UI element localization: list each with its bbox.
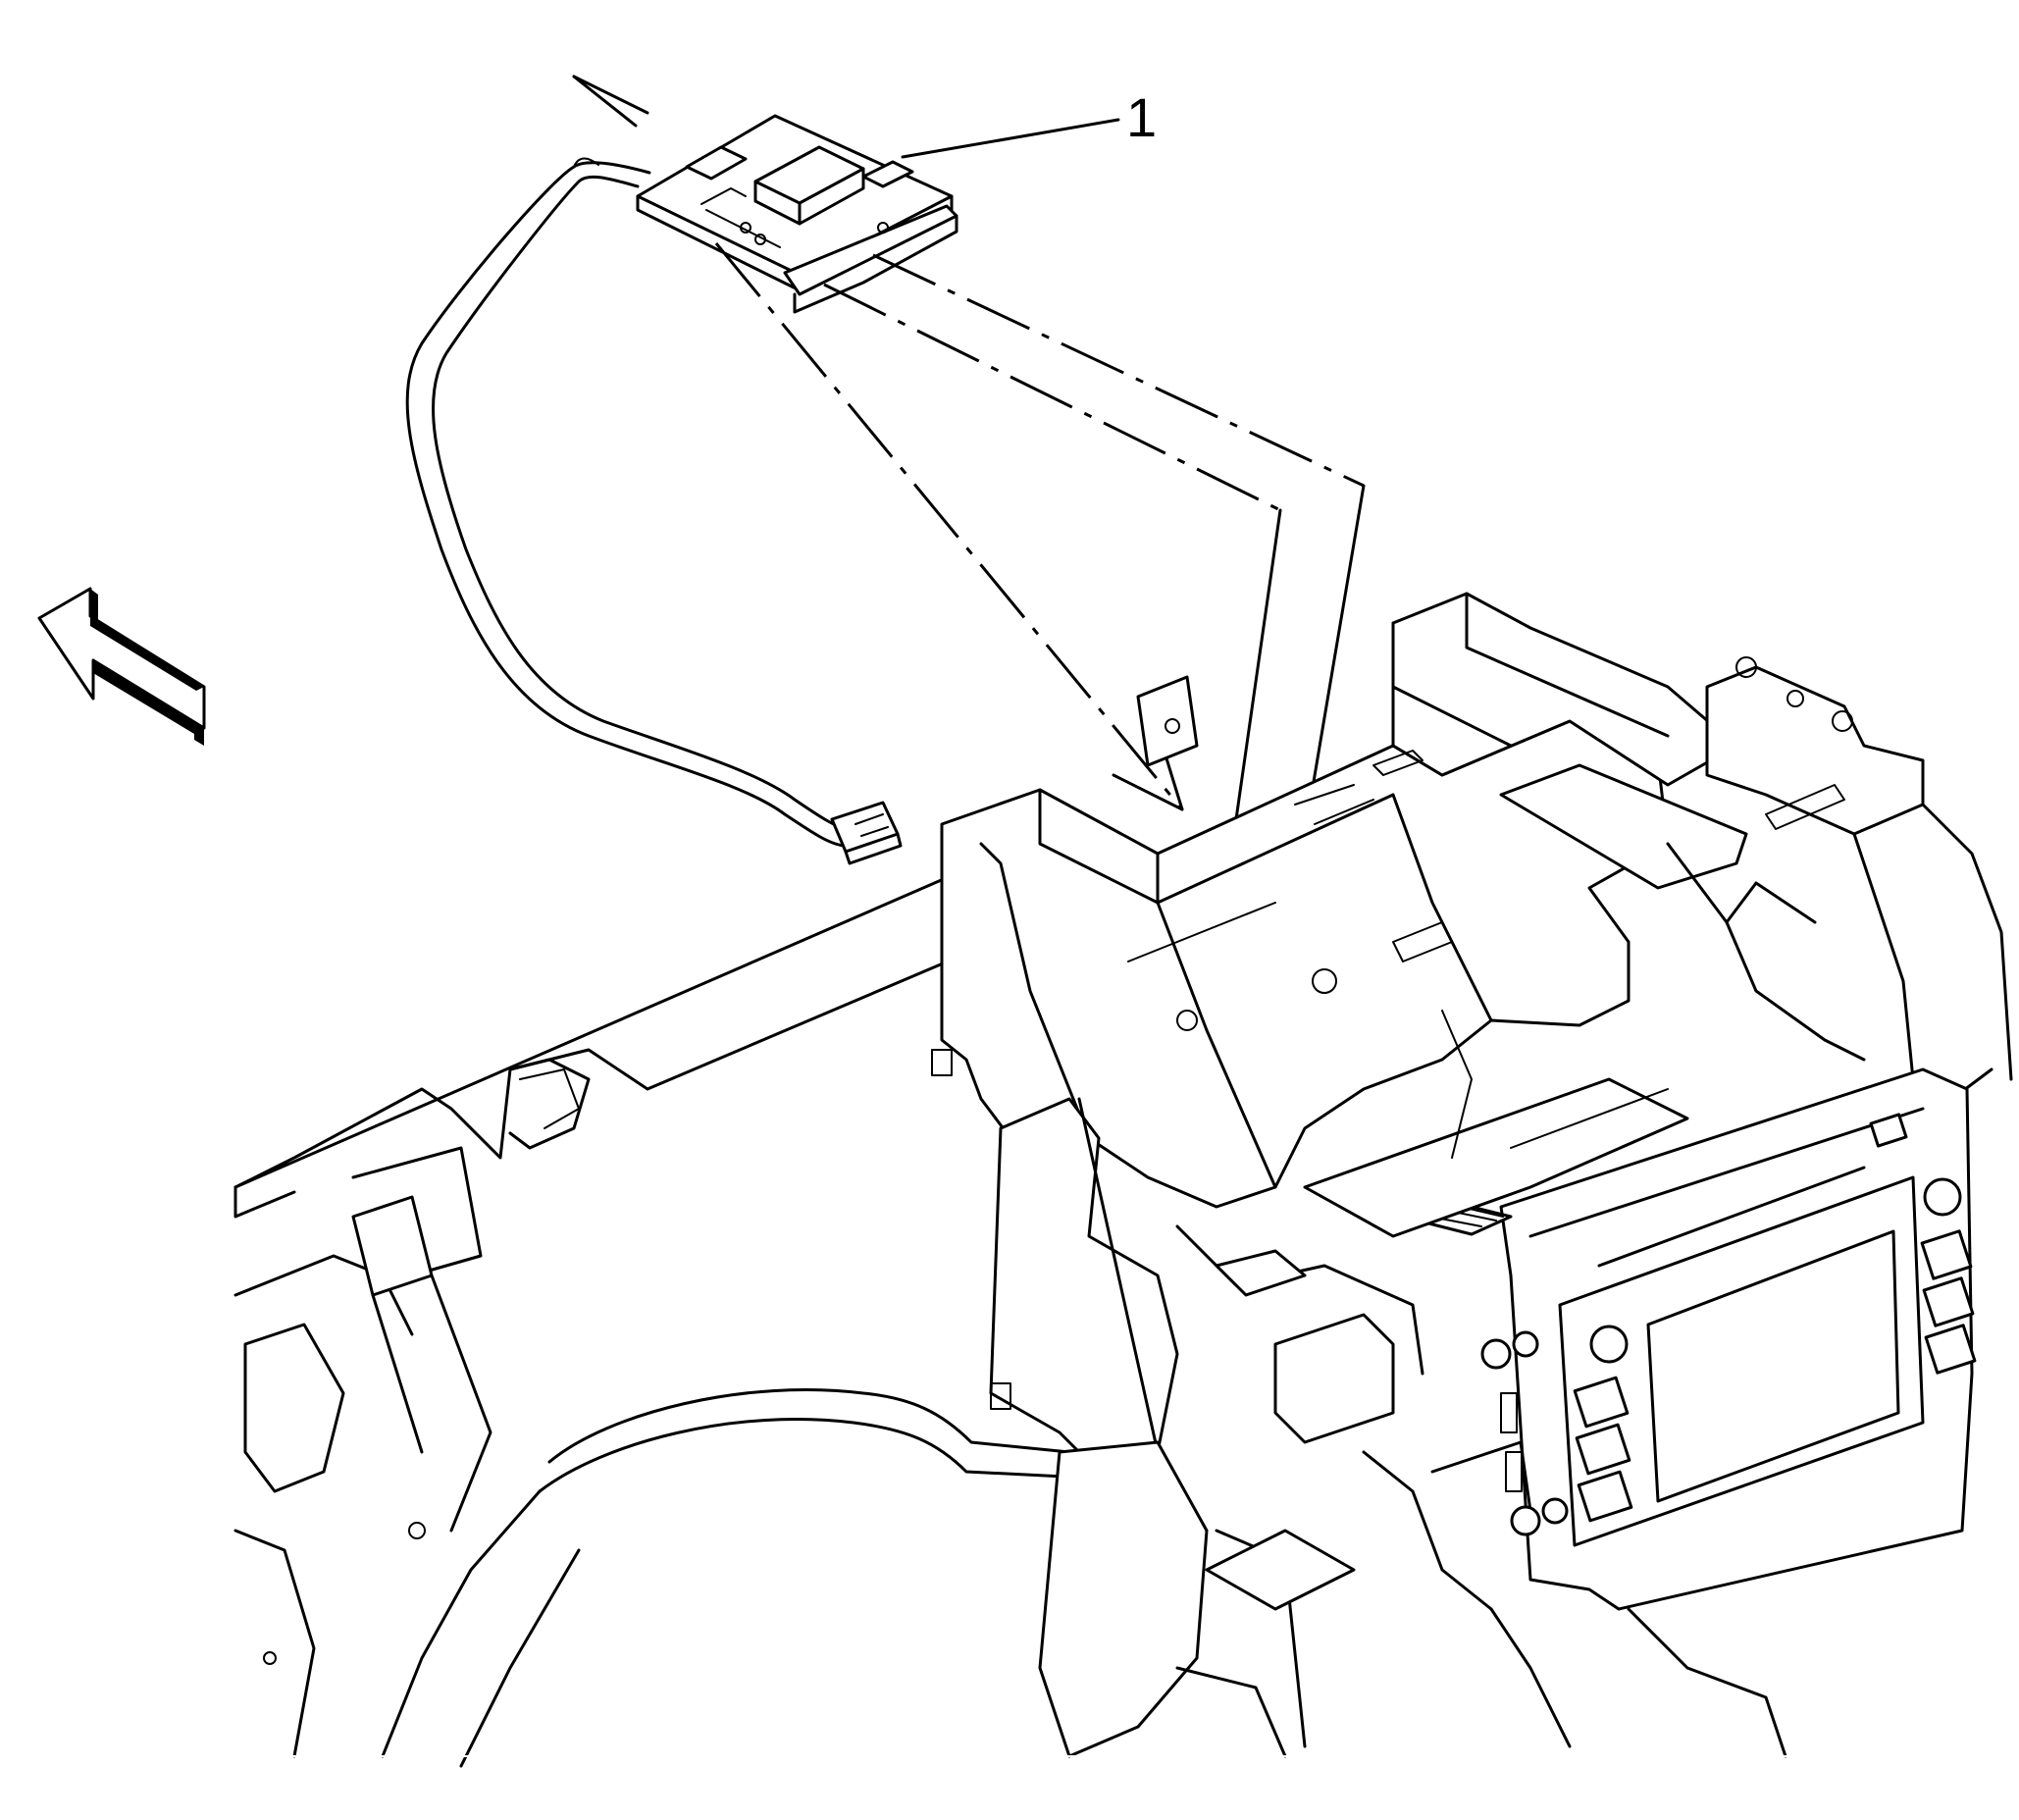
forward-arrow-icon [37, 587, 206, 746]
instrument-panel-carrier [233, 592, 2013, 1768]
wiring-harness [405, 157, 903, 865]
exploded-view-lines [572, 75, 1366, 890]
callout-label-1: 1 [1126, 86, 1158, 148]
module-assembly [636, 114, 958, 314]
